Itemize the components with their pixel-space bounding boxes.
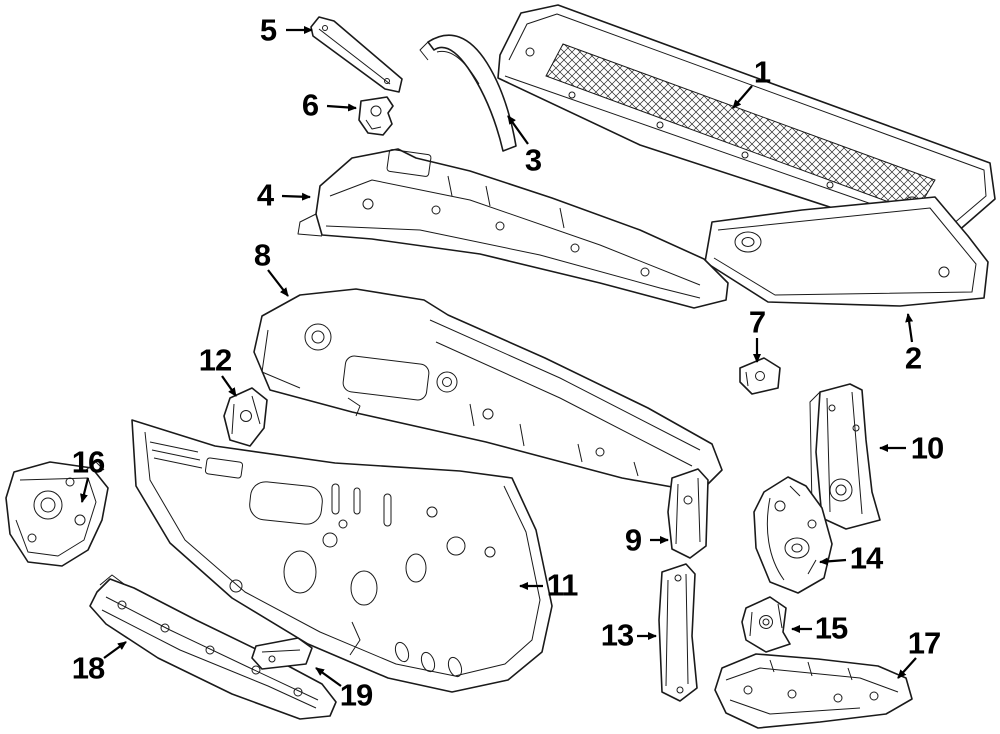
callout-arrows [80, 26, 917, 687]
part-arrow-17 [897, 657, 917, 679]
part-drawing-17 [714, 653, 913, 729]
part-arrow-19 [315, 667, 342, 687]
part-drawing-18 [89, 574, 337, 720]
part-drawing-6 [358, 96, 394, 136]
part-drawing-7 [739, 357, 781, 395]
part-drawing-10 [809, 383, 881, 530]
part-arrow-3 [507, 115, 529, 145]
part-drawing-13 [658, 563, 698, 702]
part-label-1: 1 [753, 54, 771, 90]
part-arrow-14 [819, 557, 847, 566]
part-drawing-4 [297, 148, 729, 309]
part-drawing-11 [131, 419, 553, 693]
part-label-10: 10 [910, 430, 944, 466]
part-label-9: 9 [624, 522, 642, 558]
part-arrow-2 [905, 313, 914, 343]
part-drawing-19 [251, 637, 313, 670]
part-arrow-12 [221, 375, 237, 397]
part-label-12: 12 [198, 342, 232, 378]
part-label-18: 18 [71, 650, 105, 686]
part-drawing-16 [5, 461, 109, 567]
part-label-16: 16 [71, 444, 105, 480]
part-arrow-16 [80, 477, 90, 503]
part-drawing-12 [223, 387, 268, 447]
part-arrow-4 [281, 192, 311, 201]
part-label-3: 3 [524, 142, 542, 178]
part-label-19: 19 [339, 677, 373, 713]
part-arrow-1 [732, 85, 753, 109]
part-drawing-14 [753, 476, 833, 594]
part-drawing-5 [310, 16, 403, 93]
part-label-15: 15 [814, 610, 848, 646]
part-label-8: 8 [253, 237, 271, 273]
part-label-6: 6 [301, 87, 319, 123]
part-arrow-8 [267, 269, 289, 297]
part-arrow-18 [103, 641, 127, 659]
part-label-5: 5 [259, 12, 277, 48]
part-drawing-8 [253, 288, 723, 493]
part-label-17: 17 [907, 625, 941, 661]
part-drawing-9 [667, 468, 709, 559]
part-drawing-3 [419, 34, 517, 152]
part-drawing-2 [704, 196, 989, 307]
part-label-14: 14 [849, 540, 883, 576]
part-arrow-6 [326, 103, 357, 112]
part-label-4: 4 [256, 177, 274, 213]
part-label-13: 13 [600, 617, 634, 653]
part-drawing-15 [741, 596, 791, 653]
part-label-11: 11 [546, 567, 579, 603]
part-label-2: 2 [904, 340, 922, 376]
part-label-7: 7 [748, 304, 766, 340]
